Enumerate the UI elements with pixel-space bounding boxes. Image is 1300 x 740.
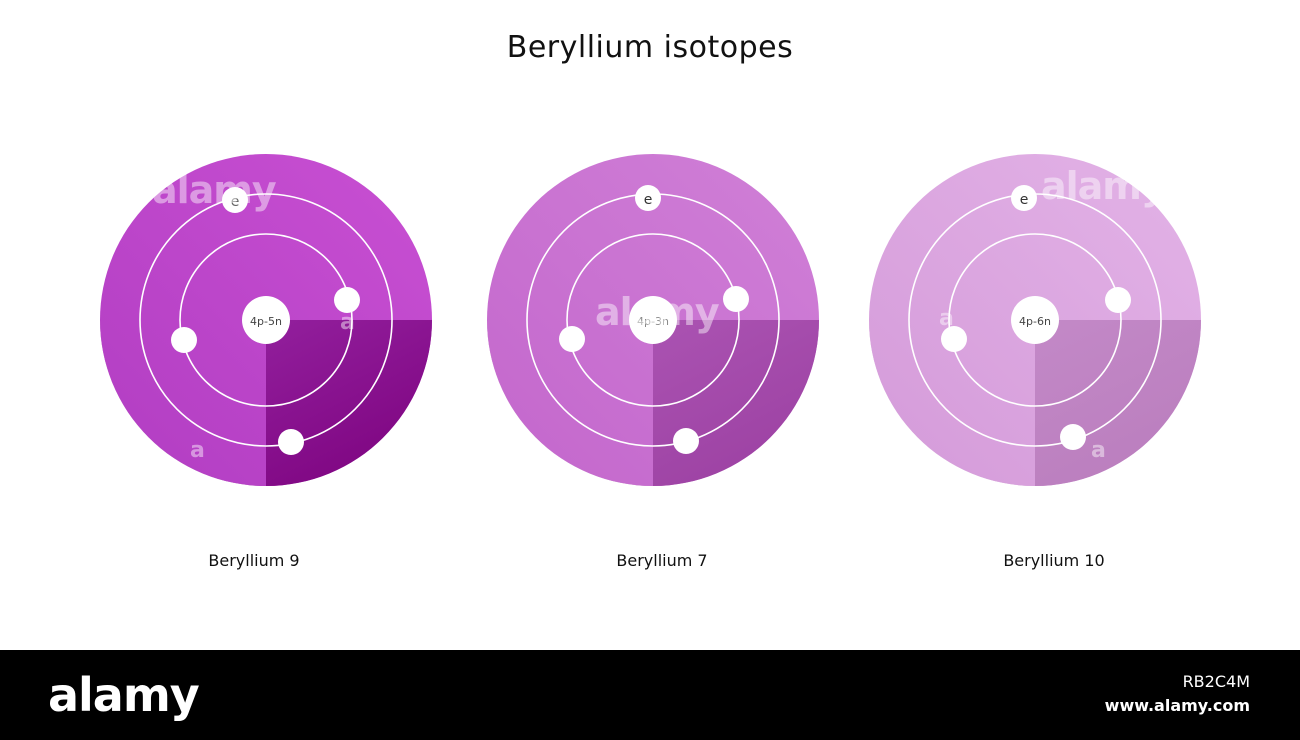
site-url: www.alamy.com [1104, 696, 1250, 715]
nucleus-label: 4p-6n [1019, 315, 1051, 328]
electron-label: e [644, 192, 653, 208]
atom-diagram-beryllium-7: 4p-3n e alamy [483, 150, 823, 490]
brand-logo: alamy [48, 668, 200, 722]
electron [673, 428, 699, 454]
electron [1105, 287, 1131, 313]
electron-label: e [1020, 192, 1029, 208]
image-id: RB2C4M [1182, 672, 1250, 691]
electron [723, 286, 749, 312]
atom-label: Beryllium 9 [208, 551, 300, 570]
outer-orbit [139, 193, 393, 447]
electron-label: e [231, 194, 240, 210]
inner-orbit [948, 233, 1122, 407]
electron [278, 429, 304, 455]
diagram-title: Beryllium isotopes [506, 30, 794, 65]
electron [222, 187, 248, 213]
atom-label: Beryllium 7 [616, 551, 708, 570]
watermark-footer-bar: alamy RB2C4M www.alamy.com [0, 650, 1300, 740]
nucleus [1011, 296, 1059, 344]
nucleus [242, 296, 290, 344]
inner-orbit [566, 233, 740, 407]
electron [635, 185, 661, 211]
atom-svg: 4p-6n e [869, 154, 1201, 486]
nucleus [629, 296, 677, 344]
nucleus-label: 4p-3n [637, 315, 669, 328]
atom-lower-field [100, 320, 432, 486]
electron [1011, 185, 1037, 211]
atom-lower-field [869, 320, 1201, 486]
nucleus-label: 4p-5n [250, 315, 282, 328]
atom-diagram-beryllium-9: 4p-5n e alamy a a [96, 150, 436, 490]
electron [1060, 424, 1086, 450]
atom-label: Beryllium 10 [1003, 551, 1105, 570]
inner-orbit [179, 233, 353, 407]
atom-svg: 4p-5n e [100, 154, 432, 486]
atom-svg: 4p-3n e [487, 154, 819, 486]
electron [171, 327, 197, 353]
atom-lower-field [487, 320, 819, 486]
atom-diagram-beryllium-10: 4p-6n e alamy a a [865, 150, 1205, 490]
electron [334, 287, 360, 313]
electron [941, 326, 967, 352]
electron [559, 326, 585, 352]
